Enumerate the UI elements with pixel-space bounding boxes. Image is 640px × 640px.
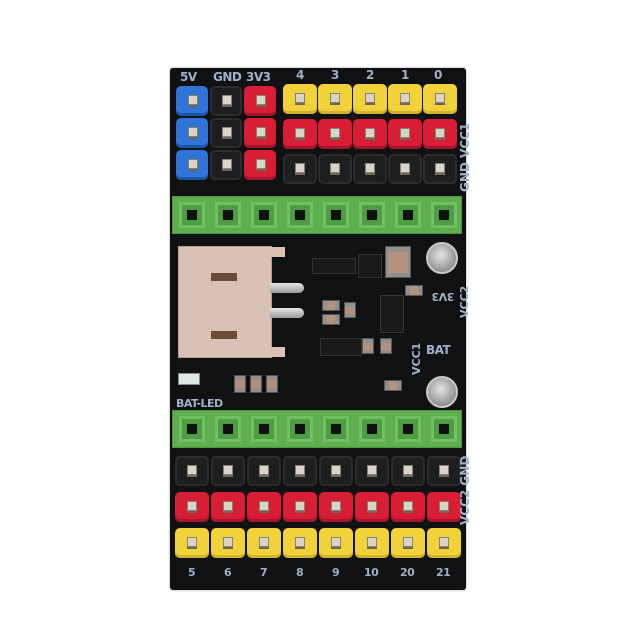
pin-gpio2-gnd [353, 154, 387, 184]
pin-gpio7-vcc [247, 492, 281, 522]
pin-5v-2 [176, 118, 208, 148]
pin-gpio0-gnd [423, 154, 457, 184]
ic-chip [380, 295, 404, 333]
pin-gpio3-signal [318, 84, 352, 114]
label-gpio-9: 9 [332, 566, 340, 579]
ic-chip [312, 258, 356, 274]
label-vcc1: VCC1 [410, 342, 423, 375]
pin-gnd-2 [210, 118, 242, 148]
label-gpio-1: 1 [401, 68, 409, 82]
pin-gpio6-gnd [211, 456, 245, 486]
label-gpio-3: 3 [331, 68, 339, 82]
pin-gpio8-vcc [283, 492, 317, 522]
smd-resistor [266, 375, 278, 393]
pin-5v-3 [176, 150, 208, 180]
label-3v3-mid: 3V3 [432, 290, 455, 303]
pin-gpio4-vcc [283, 119, 317, 149]
label-gpio-0: 0 [434, 68, 442, 82]
pin-gpio7-signal [247, 528, 281, 558]
label-gpio-2: 2 [366, 68, 374, 82]
label-gpio-8: 8 [296, 566, 304, 579]
pin-gnd-1 [210, 86, 242, 116]
pin-3v3-3 [244, 150, 276, 180]
pin-gpio20-signal [391, 528, 425, 558]
mounting-pad-bottom [426, 376, 458, 408]
pin-gpio7-gnd [247, 456, 281, 486]
smd-resistor [384, 380, 402, 391]
label-vcc2: VCC2 [458, 285, 471, 318]
mounting-pad-top [426, 242, 458, 274]
label-gpio-21: 21 [436, 566, 451, 579]
smd-resistor [250, 375, 262, 393]
inductor [385, 246, 411, 278]
pin-gpio10-gnd [355, 456, 389, 486]
pin-gpio1-vcc [388, 119, 422, 149]
label-vcc2-gnd: VCC2 GND [458, 455, 472, 525]
pin-gpio8-gnd [283, 456, 317, 486]
pin-gpio4-gnd [283, 154, 317, 184]
pin-gpio21-signal [427, 528, 461, 558]
label-bat: BAT [426, 343, 451, 357]
pin-gpio0-signal [423, 84, 457, 114]
label-gpio-20: 20 [400, 566, 415, 579]
pin-gpio5-vcc [175, 492, 209, 522]
pin-gpio4-signal [283, 84, 317, 114]
pin-gpio21-vcc [427, 492, 461, 522]
label-gnd: GND [213, 70, 242, 84]
pin-gpio8-signal [283, 528, 317, 558]
female-header-top [172, 196, 462, 234]
female-header-bottom [172, 410, 462, 448]
label-3v3: 3V3 [246, 70, 271, 84]
pin-gpio3-gnd [318, 154, 352, 184]
pin-gpio10-vcc [355, 492, 389, 522]
pin-gpio1-signal [388, 84, 422, 114]
pin-gpio9-gnd [319, 456, 353, 486]
ic-chip [320, 338, 362, 356]
label-gpio-7: 7 [260, 566, 268, 579]
pin-gpio6-signal [211, 528, 245, 558]
pin-5v-1 [176, 86, 208, 116]
pin-gpio21-gnd [427, 456, 461, 486]
pin-gnd-3 [210, 150, 242, 180]
pin-gpio6-vcc [211, 492, 245, 522]
smd-resistor [322, 314, 340, 325]
battery-led [178, 373, 200, 385]
label-bat-led: BAT-LED [176, 397, 223, 410]
label-gpio-6: 6 [224, 566, 232, 579]
label-gpio-10: 10 [364, 566, 379, 579]
pin-gpio9-signal [319, 528, 353, 558]
smd-resistor [234, 375, 246, 393]
pin-gpio3-vcc [318, 119, 352, 149]
label-gpio-5: 5 [188, 566, 196, 579]
pin-gpio5-signal [175, 528, 209, 558]
pin-gpio5-gnd [175, 456, 209, 486]
label-5v: 5V [180, 70, 197, 84]
pin-gpio10-signal [355, 528, 389, 558]
label-gnd-vcc1: GND VCC1 [458, 122, 472, 192]
pin-gpio20-gnd [391, 456, 425, 486]
connector-lead [270, 283, 304, 293]
pin-gpio0-vcc [423, 119, 457, 149]
ic-chip [358, 254, 382, 278]
pin-3v3-1 [244, 86, 276, 116]
smd-resistor [405, 285, 423, 296]
pin-gpio2-vcc [353, 119, 387, 149]
pin-gpio20-vcc [391, 492, 425, 522]
connector-lead [270, 308, 304, 318]
smd-resistor [344, 302, 356, 318]
smd-resistor [362, 338, 374, 354]
jst-battery-connector [178, 246, 285, 358]
pin-3v3-2 [244, 118, 276, 148]
pin-gpio2-signal [353, 84, 387, 114]
smd-resistor [322, 300, 340, 311]
pin-gpio1-gnd [388, 154, 422, 184]
smd-resistor [380, 338, 392, 354]
label-gpio-4: 4 [296, 68, 304, 82]
pin-gpio9-vcc [319, 492, 353, 522]
